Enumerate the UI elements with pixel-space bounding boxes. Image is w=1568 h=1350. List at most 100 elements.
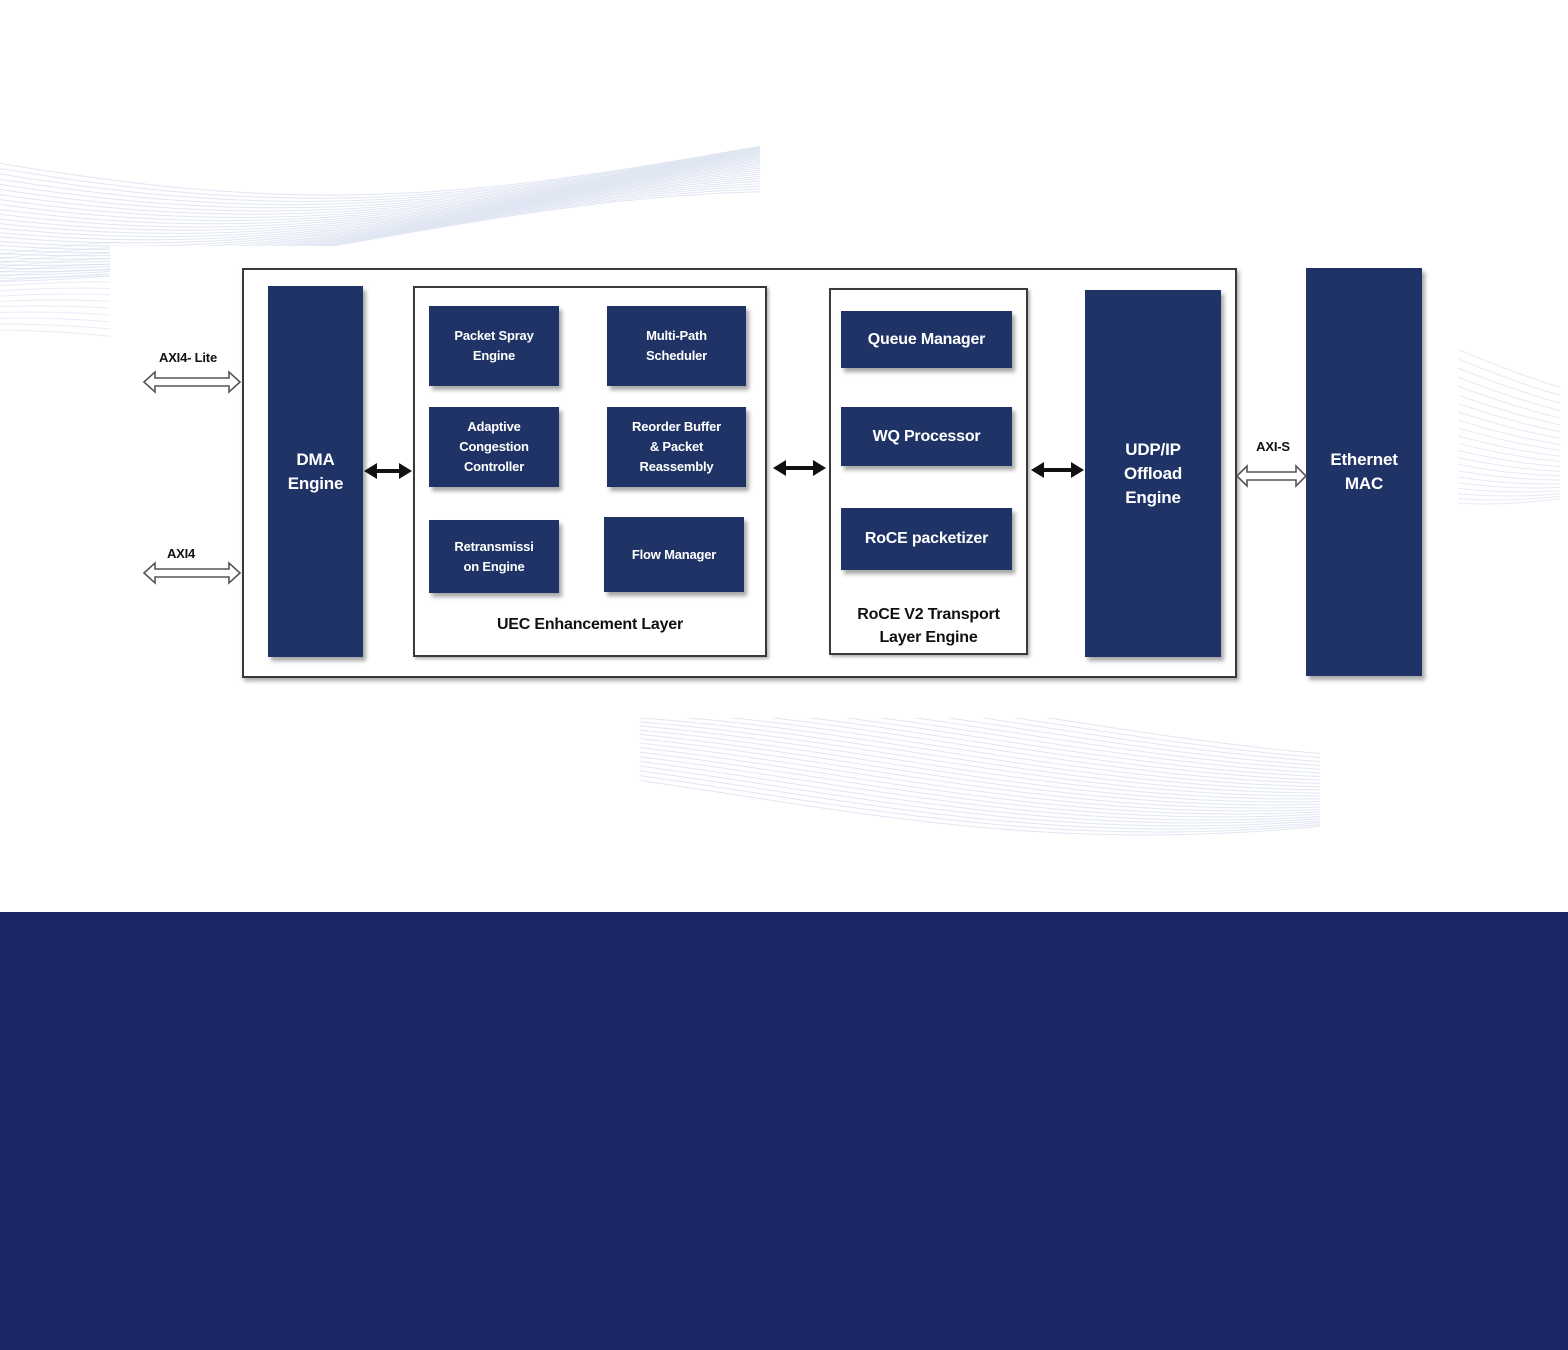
wave-line <box>0 323 121 331</box>
axi4-lite-label: AXI4- Lite <box>159 350 217 365</box>
wave-line <box>0 275 121 282</box>
retrans-label-line1: Retransmissi <box>454 538 534 554</box>
udp-label-line3: Engine <box>1125 487 1181 507</box>
wave-line <box>0 147 761 202</box>
udp-label-line1: UDP/IP <box>1125 439 1181 459</box>
wq-processor-label: WQ Processor <box>872 427 981 445</box>
axi4-lite-arrow-shape <box>142 370 242 394</box>
roce-transport-title-line2: Layer Engine <box>879 629 978 646</box>
packet-spray-engine-block: Packet Spray Engine <box>429 306 559 386</box>
wave-line <box>639 733 1321 806</box>
uec-roce-arrow-head-right <box>813 460 826 476</box>
roce-transport-title-line1: RoCE V2 Transport <box>857 606 1000 623</box>
wave-line <box>0 281 121 287</box>
wave-line <box>0 162 761 241</box>
wave-line <box>639 725 1321 800</box>
reorder-label-line2: & Packet <box>649 439 704 454</box>
axi4-lite-arrow <box>142 370 242 394</box>
wave-line <box>0 156 761 228</box>
wave-line <box>639 756 1321 821</box>
wave-line <box>0 148 761 206</box>
multi-path-label-line1: Multi-Path <box>646 328 707 343</box>
reorder-label-line1: Reorder Buffer <box>632 419 721 434</box>
reorder-buffer-block: Reorder Buffer & Packet Reassembly <box>607 407 746 487</box>
wave-line <box>0 305 121 310</box>
wave-line <box>0 146 761 199</box>
wave-line <box>0 263 121 273</box>
flow-manager-label: Flow Manager <box>631 546 717 562</box>
adaptive-congestion-controller-block: Adaptive Congestion Controller <box>429 407 559 487</box>
wave-line <box>639 760 1321 824</box>
wave-line <box>0 158 761 231</box>
wave-line <box>639 765 1321 827</box>
axi4-arrow <box>142 561 242 585</box>
dma-engine-label-line2: Engine <box>287 473 344 493</box>
axi-s-label: AXI-S <box>1256 439 1290 454</box>
wave-line <box>0 153 761 218</box>
roce-packetizer-label: RoCE packetizer <box>864 530 989 547</box>
wave-line <box>0 159 761 234</box>
queue-manager-block: Queue Manager <box>841 311 1012 368</box>
roce-udp-arrow-head-left <box>1031 462 1044 478</box>
wave-line <box>0 154 761 222</box>
udp-ip-offload-engine-block: UDP/IP Offload Engine <box>1085 290 1221 657</box>
packet-spray-label-line2: Engine <box>472 348 516 363</box>
roce-udp-arrow <box>1031 462 1084 478</box>
wave-line <box>0 246 121 260</box>
queue-manager-label: Queue Manager <box>867 330 986 348</box>
wave-line <box>639 738 1321 809</box>
wave-line <box>0 164 761 244</box>
wave-line <box>639 775 1321 833</box>
wave-line <box>639 713 1321 791</box>
udp-label-line2: Offload <box>1123 463 1183 483</box>
uec-roce-arrow <box>773 460 826 476</box>
wave-line <box>639 747 1321 815</box>
wave-line <box>0 329 121 338</box>
wave-line <box>0 317 121 324</box>
adaptive-label-line2: Congestion <box>459 439 529 454</box>
dma-uec-arrow-head-left <box>364 463 377 479</box>
uec-roce-arrow-head-left <box>773 460 786 476</box>
wave-line <box>0 149 761 209</box>
wave-line <box>639 742 1321 812</box>
wave-line <box>0 293 121 297</box>
reorder-label-line3: Reassembly <box>639 459 714 474</box>
wave-line <box>0 269 121 277</box>
multi-path-label-line2: Scheduler <box>645 348 708 363</box>
mac-label-line1: Ethernet <box>1330 450 1398 469</box>
axi-s-arrow-shape <box>1235 464 1308 488</box>
wq-processor-block: WQ Processor <box>841 407 1012 466</box>
wave-line <box>639 709 1321 788</box>
flow-manager-block: Flow Manager <box>604 517 744 592</box>
footer-band <box>0 912 1568 1350</box>
wave-line <box>639 721 1321 797</box>
axi4-label: AXI4 <box>166 546 196 561</box>
wave-line <box>0 241 121 256</box>
wave-line <box>639 780 1321 836</box>
retransmission-engine-block: Retransmissi on Engine <box>429 520 559 593</box>
wave-line <box>639 770 1321 830</box>
adaptive-label-line1: Adaptive <box>467 419 521 434</box>
wave-line <box>639 751 1321 818</box>
dma-engine-label-line1: DMA <box>296 449 335 469</box>
axi-s-arrow <box>1235 464 1308 488</box>
roce-transport-title: RoCE V2 Transport Layer Engine <box>829 603 1028 649</box>
wave-line <box>639 717 1321 794</box>
multi-path-scheduler-block: Multi-Path Scheduler <box>607 306 746 386</box>
wave-line <box>0 145 761 196</box>
ethernet-mac-block: Ethernet MAC <box>1306 268 1422 676</box>
wave-line <box>639 729 1321 803</box>
dma-engine-block: DMA Engine <box>268 286 363 657</box>
wave-line <box>0 150 761 212</box>
wave-line <box>0 161 761 238</box>
uec-enhancement-layer-title: UEC Enhancement Layer <box>496 616 684 633</box>
roce-udp-arrow-head-right <box>1071 462 1084 478</box>
axi4-arrow-shape <box>142 561 242 585</box>
wave-line <box>0 257 121 268</box>
packet-spray-label-line1: Packet Spray <box>454 328 534 343</box>
wave-line <box>0 155 761 225</box>
wave-line <box>0 311 121 317</box>
mac-label-line2: MAC <box>1344 474 1384 493</box>
wave-line <box>0 299 121 303</box>
wave-line <box>0 252 121 264</box>
